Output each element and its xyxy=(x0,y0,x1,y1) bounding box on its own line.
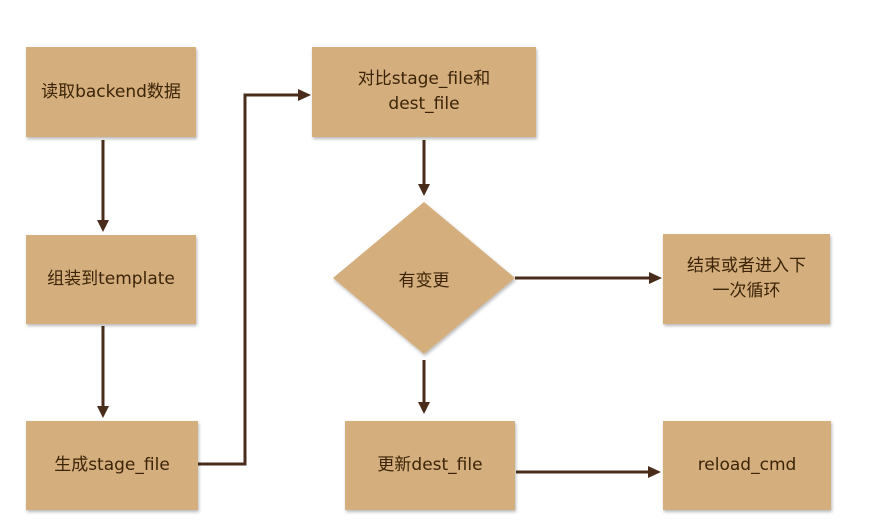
arrow-decision-to-end xyxy=(515,272,662,284)
node-assemble-template-label: 组装到template xyxy=(47,269,175,289)
arrow-assemble-to-generate xyxy=(97,326,109,418)
node-end-or-next: 结束或者进入下 一次循环 xyxy=(663,234,830,324)
node-compare-files-line2: dest_file xyxy=(388,94,460,114)
arrow-decision-to-update xyxy=(418,360,430,414)
decision-diamond-shape xyxy=(333,202,515,354)
node-has-change: 有变更 xyxy=(364,262,484,294)
node-generate-stage-file-label: 生成stage_file xyxy=(54,455,170,475)
node-has-change-label: 有变更 xyxy=(398,270,450,291)
arrow-read-to-assemble xyxy=(97,140,109,232)
node-compare-files: 对比stage_file和 dest_file xyxy=(312,47,536,137)
node-compare-files-line1: 对比stage_file和 xyxy=(357,69,491,89)
arrow-update-to-reload xyxy=(516,466,661,478)
node-generate-stage-file: 生成stage_file xyxy=(26,421,198,510)
node-assemble-template: 组装到template xyxy=(26,235,196,324)
node-end-or-next-line1: 结束或者进入下 xyxy=(687,256,806,276)
node-read-backend: 读取backend数据 xyxy=(26,47,196,137)
node-update-dest-file: 更新dest_file xyxy=(345,421,515,510)
node-end-or-next-line2: 一次循环 xyxy=(712,281,781,301)
node-reload-cmd: reload_cmd xyxy=(663,421,831,510)
arrow-generate-to-compare xyxy=(198,89,311,466)
node-read-backend-label: 读取backend数据 xyxy=(41,81,181,102)
arrow-compare-to-decision xyxy=(418,140,430,196)
node-update-dest-file-label: 更新dest_file xyxy=(377,455,483,475)
node-reload-cmd-label: reload_cmd xyxy=(697,455,797,475)
